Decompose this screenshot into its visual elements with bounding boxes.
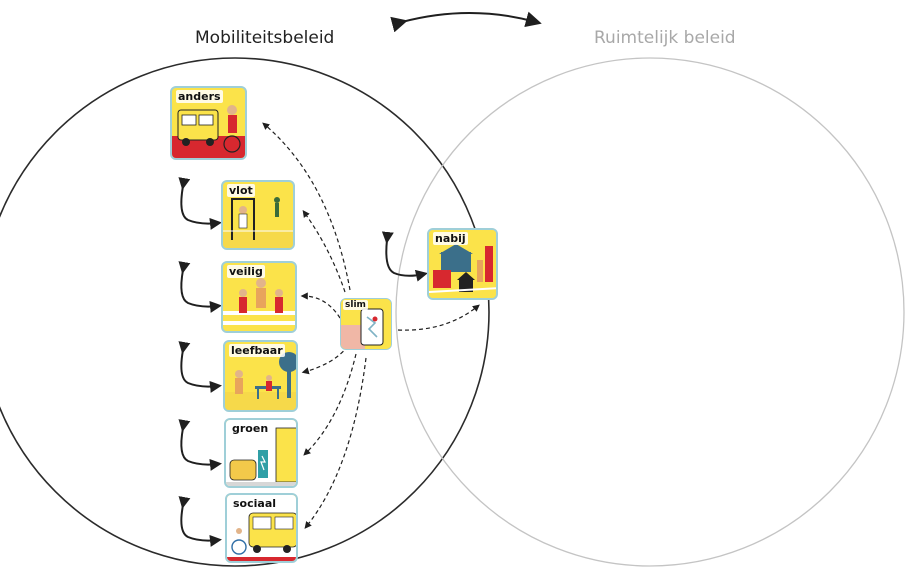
tile-label-veilig: veilig	[227, 265, 265, 278]
tile-vlot[interactable]: vlot	[221, 180, 295, 250]
double-arrow-top	[390, 11, 542, 33]
tile-label-nabij: nabij	[433, 232, 468, 245]
tile-sociaal[interactable]: sociaal	[225, 493, 298, 563]
tile-label-anders: anders	[176, 90, 223, 103]
loop-arrows	[178, 177, 428, 547]
tile-veilig[interactable]: veilig	[221, 261, 297, 333]
loop-arrow-leefbaar	[178, 341, 222, 393]
vlot-illustration	[223, 197, 293, 248]
dashed-arrow-leefbaar	[301, 345, 349, 375]
tile-label-slim: slim	[343, 300, 368, 310]
loop-arrow-groen	[178, 419, 222, 471]
loop-arrow-nabij	[381, 231, 428, 282]
tile-label-vlot: vlot	[227, 184, 255, 197]
dashed-arrow-vlot	[302, 210, 346, 293]
tile-groen[interactable]: groen	[224, 418, 298, 488]
tile-anders[interactable]: anders	[170, 86, 247, 160]
spatial-policy-title: Ruimtelijk beleid	[594, 28, 736, 48]
loop-arrow-sociaal	[178, 496, 222, 547]
veilig-illustration	[223, 278, 295, 331]
mobility-policy-circle	[0, 57, 490, 567]
spatial-policy-circle	[395, 57, 905, 567]
mobility-policy-title: Mobiliteitsbeleid	[195, 28, 335, 48]
tile-slim[interactable]: slim	[340, 298, 392, 350]
leefbaar-illustration	[225, 352, 296, 410]
loop-arrow-vlot	[178, 177, 222, 230]
dashed-arrow-sociaal	[304, 357, 367, 529]
tile-nabij[interactable]: nabij	[427, 228, 498, 300]
dashed-arrow-veilig	[300, 292, 341, 319]
tile-leefbaar[interactable]: leefbaar	[223, 340, 298, 412]
tile-label-sociaal: sociaal	[231, 497, 279, 510]
loop-arrow-veilig	[178, 261, 222, 313]
tile-label-leefbaar: leefbaar	[229, 344, 285, 357]
dashed-arrow-anders	[262, 122, 351, 291]
dashed-arrow-nabij	[397, 304, 480, 331]
tile-label-groen: groen	[230, 422, 271, 435]
anders-illustration	[172, 105, 245, 158]
